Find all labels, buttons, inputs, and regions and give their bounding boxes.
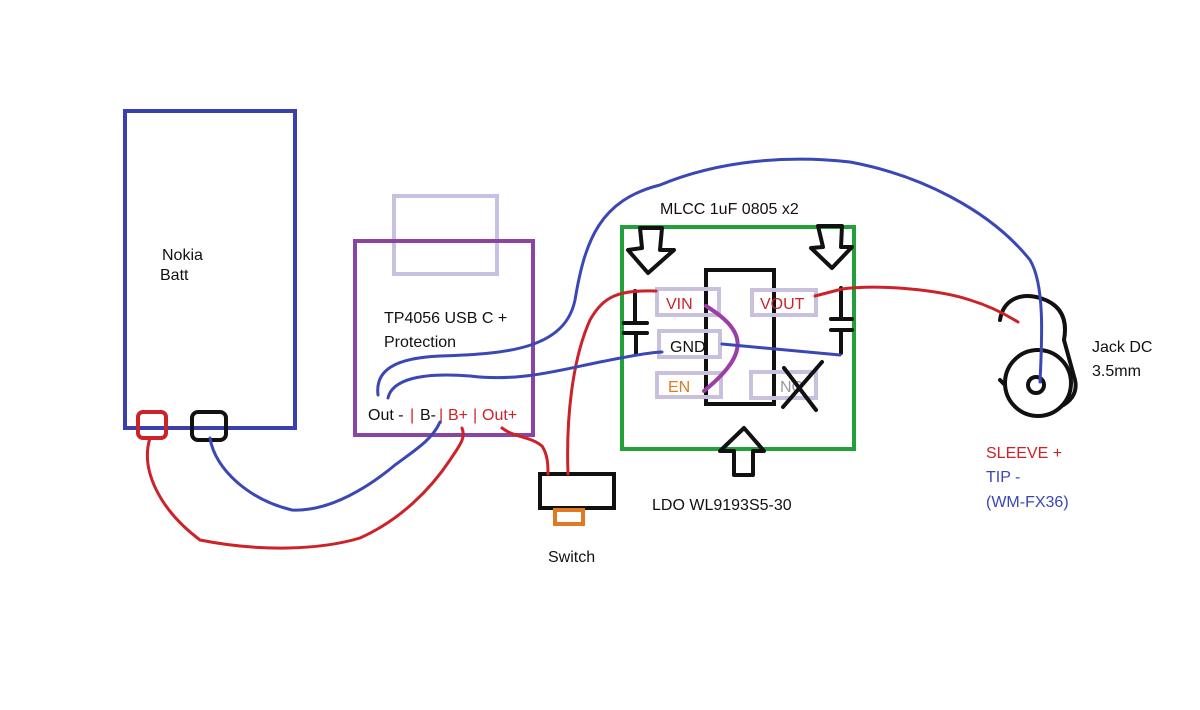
wire-out-plus-to-switch (500, 426, 550, 476)
jack-face (1003, 348, 1073, 418)
capacitor-output (829, 286, 854, 355)
ldo-board: VIN GND EN VOUT NC (620, 224, 856, 451)
switch: Switch (538, 472, 616, 566)
ldo-pin-vin-pad (655, 287, 721, 317)
switch-actuator (553, 508, 585, 526)
charger-pin-out-plus: Out+ (482, 407, 517, 424)
wire-vout-to-jack-sleeve (813, 285, 1020, 324)
ldo-board-outline (620, 225, 856, 451)
ldo-pin-vout: VOUT (760, 296, 805, 313)
ldo-pin-gnd-pad (657, 329, 722, 359)
ldo-pin-vin: VIN (666, 296, 693, 313)
capacitor-pointer-arrow-left (626, 226, 676, 275)
charger-pin-separator: | (473, 407, 477, 424)
charger-pin-separator: | (439, 407, 443, 424)
usb-c-port (392, 194, 499, 276)
charger-pin-b-minus: B- (420, 407, 436, 424)
ldo-pin-en: EN (668, 379, 690, 396)
ldo-pin-nc-pad (749, 370, 818, 400)
charger-module: TP4056 USB C + Protection Out - | B- | B… (353, 194, 535, 437)
en-to-vin-jumper (702, 304, 740, 393)
wire-battery-plus-to-b-plus (145, 426, 465, 550)
switch-body (538, 472, 616, 510)
nc-cross-mark (781, 360, 824, 412)
jack-center-pin (1026, 375, 1046, 395)
battery-label-line2: Batt (160, 267, 189, 284)
ldo-pin-en-pad (655, 371, 723, 399)
battery: Nokia Batt (123, 109, 297, 442)
ldo-chip-body (704, 268, 776, 406)
polarity-sleeve: SLEEVE + (986, 445, 1062, 462)
ldo-pin-gnd: GND (670, 339, 706, 356)
polarity-mic-model: (WM-FX36) (986, 494, 1069, 511)
ldo-pin-vout-pad (750, 288, 818, 317)
battery-label-line1: Nokia (162, 247, 203, 264)
battery-outline (123, 109, 297, 430)
ldo-label: LDO WL9193S5-30 (652, 497, 792, 514)
jack-label-line1: Jack DC (1092, 339, 1152, 356)
charger-pin-separator: | (410, 407, 414, 424)
charger-label-line2: Protection (384, 334, 456, 351)
capacitor-note: MLCC 1uF 0805 x2 (660, 201, 799, 218)
ldo-pointer-arrow (718, 426, 766, 477)
wire-out-minus-to-gnd (386, 350, 664, 400)
charger-pin-out-minus: Out - (368, 407, 404, 424)
charger-outline (353, 239, 535, 437)
wire-switch-to-vin (566, 289, 658, 476)
charger-pin-b-plus: B+ (448, 407, 468, 424)
wire-gnd-to-output-cap (720, 342, 842, 357)
switch-label: Switch (548, 549, 595, 566)
wire-out-minus-to-jack-tip (376, 157, 1044, 397)
charger-label-line1: TP4056 USB C + (384, 310, 507, 327)
battery-positive-terminal (136, 410, 168, 440)
polarity-tip: TIP - (986, 469, 1020, 486)
capacitor-pointer-arrow-right (809, 224, 854, 270)
jack-label-line2: 3.5mm (1092, 363, 1141, 380)
wire-battery-minus-to-b-minus (208, 420, 442, 512)
capacitor-input (622, 289, 649, 356)
jack-dc: Jack DC 3.5mm (998, 294, 1152, 418)
